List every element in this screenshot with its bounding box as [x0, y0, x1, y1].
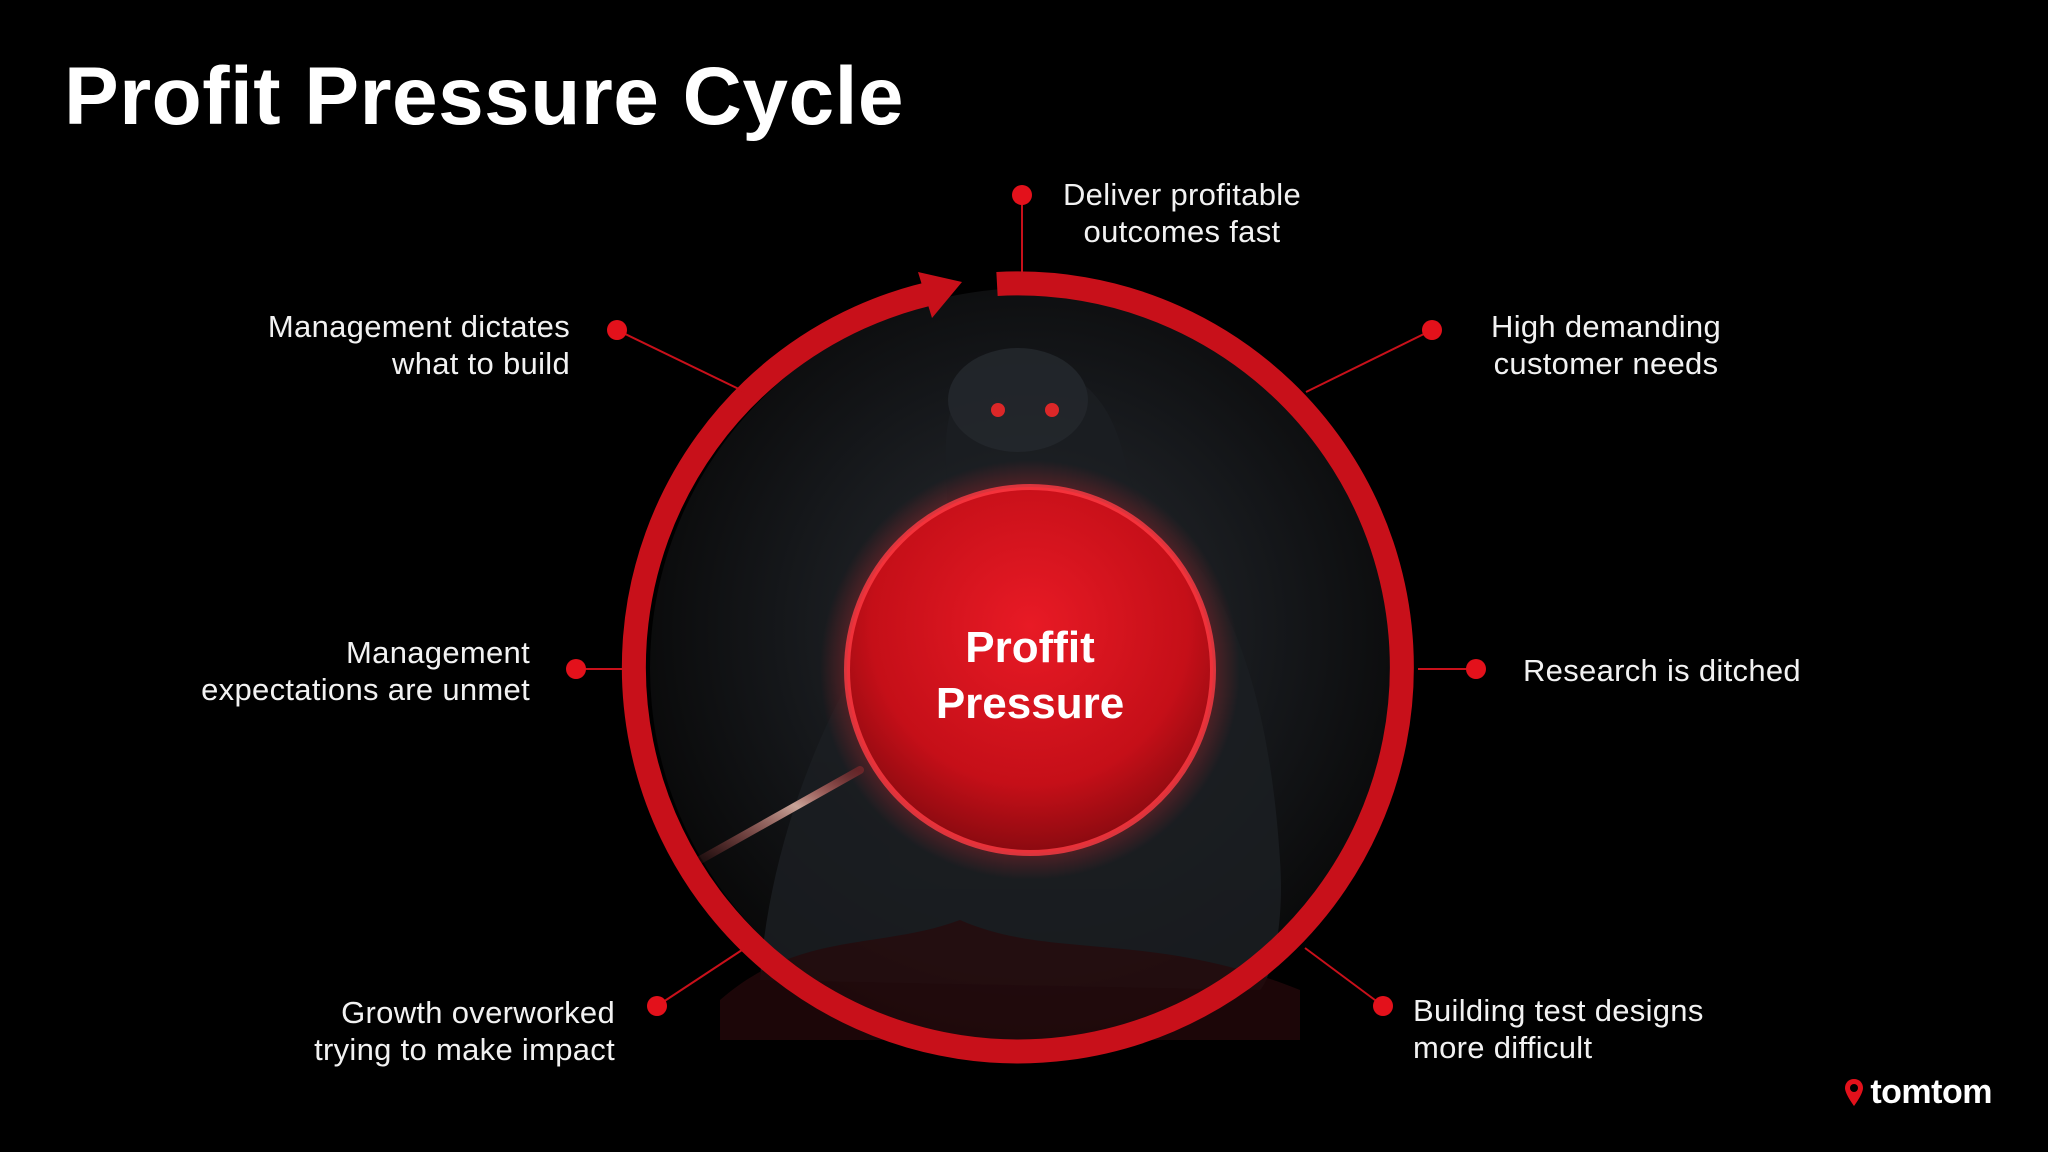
slide-title: Profit Pressure Cycle — [64, 51, 904, 142]
connector-upper-right — [1305, 329, 1433, 393]
connectors — [576, 195, 1476, 1007]
center-label-line2: Pressure — [935, 679, 1125, 728]
dot-left — [566, 659, 586, 679]
dot-top — [1012, 185, 1032, 205]
node-label-right: Research is ditched — [1523, 653, 1801, 688]
connector-lower-right — [1304, 947, 1384, 1007]
logo-text: tomtom — [1870, 1073, 1992, 1111]
node-label-lower-right: Building test designs more difficult — [1413, 993, 1704, 1065]
tomtom-logo: tomtom — [1844, 1073, 1992, 1112]
center-label: Proffit Pressure — [870, 620, 1190, 732]
location-pin-icon — [1845, 1078, 1864, 1106]
node-label-upper-left: Management dictates what to build — [267, 309, 570, 381]
cycle-ring — [621, 271, 1414, 1064]
dot-lower-left — [647, 996, 667, 1016]
dot-upper-right — [1422, 320, 1442, 340]
connector-lower-left — [656, 947, 746, 1007]
node-label-upper-right: High demanding customer needs — [1491, 309, 1721, 381]
node-label-left: Management expectations are unmet — [201, 635, 530, 707]
node-dots — [566, 185, 1486, 1016]
cycle-arrowhead — [918, 272, 962, 318]
node-label-lower-left: Growth overworked trying to make impact — [314, 995, 615, 1067]
dot-lower-right — [1373, 996, 1393, 1016]
center-label-line1: Proffit — [965, 623, 1095, 672]
connector-upper-left — [616, 329, 746, 393]
dot-upper-left — [607, 320, 627, 340]
dot-right — [1466, 659, 1486, 679]
node-label-top: Deliver profitable outcomes fast — [1062, 177, 1301, 249]
core-circle — [844, 484, 1216, 856]
